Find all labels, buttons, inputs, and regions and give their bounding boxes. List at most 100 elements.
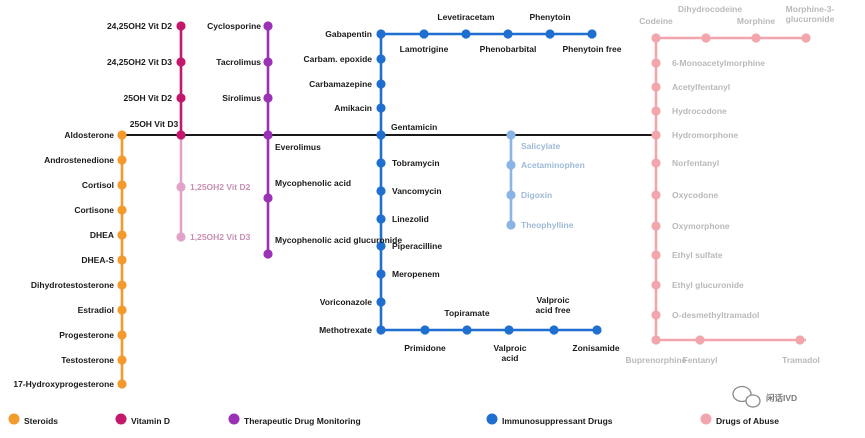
primidone-station [420,325,430,335]
linezolid-station [376,214,386,224]
acetaminophen-label: Acetaminophen [521,160,585,170]
gabapentin-label: Gabapentin [325,29,372,39]
amikacin-station [376,103,386,113]
stations [117,21,811,389]
amikacin-label: Amikacin [334,103,372,113]
valproic-acid-free-station [549,325,559,335]
digoxin-label: Digoxin [521,190,552,200]
lamotrigine-station [419,29,429,39]
dihydrotestosterone-label: Dihydrotestosterone [31,280,114,290]
dhea-s-label: DHEA-S [81,255,114,265]
watermark-text: 闲话IVD [766,393,797,403]
wechat-bubble-small [745,394,761,408]
zonisamide-station [592,325,602,335]
steroids-legend-swatch [8,413,20,425]
cyclosporine-label: Cyclosporine [207,21,261,31]
cortisol-station [117,180,127,190]
oxycodone-station [651,190,661,200]
androstenedione-station [117,155,127,165]
morphine-station [751,33,761,43]
tramadol-station [795,335,805,345]
oxymorphone-label: Oxymorphone [672,221,730,231]
lamotrigine-label: Lamotrigine [400,44,449,54]
phenytoin-label: Phenytoin [529,12,570,22]
dihydrotestosterone-station [117,280,127,290]
norfentanyl-label: Norfentanyl [672,158,719,168]
cyclosporine-station [263,21,273,31]
gentamicin-label: Gentamicin [391,122,437,132]
voriconazole-station [376,297,386,307]
cortisone-station [117,205,127,215]
24-25oh2-vit-d3-label: 24,25OH2 Vit D3 [107,57,172,67]
digoxin-station [506,190,516,200]
1-25oh2-vit-d2-label: 1,25OH2 Vit D2 [190,182,251,192]
codeine-station [651,33,661,43]
therapeutic-drug-monitoring-legend-swatch [228,413,240,425]
tobramycin-station [376,158,386,168]
o-desmethyltramadol-station [651,310,661,320]
17-hydroxyprogesterone-label: 17-Hydroxyprogesterone [13,379,114,389]
vitamin-d-legend-swatch [115,413,127,425]
phenobarbital-station [503,29,513,39]
mycophenolic-acid-station [263,193,273,203]
wechat-bubble-large [732,385,752,403]
zonisamide-label: Zonisamide [572,343,620,353]
oxycodone-label: Oxycodone [672,190,719,200]
dhea-s-station [117,255,127,265]
wechat-logo [732,385,761,408]
24-25oh2-vit-d2-label: 24,25OH2 Vit D2 [107,21,172,31]
meropenem-label: Meropenem [392,269,440,279]
theophylline-label: Theophylline [521,220,574,230]
dhea-label: DHEA [90,230,114,240]
24-25oh2-vit-d2-station [176,21,186,31]
mycophenolic-acid-glucuronide-label: Mycophenolic acid glucuronide [275,235,402,245]
valproic-acid-station [504,325,514,335]
progesterone-station [117,330,127,340]
ethyl-sulfate-station [651,250,661,260]
testosterone-label: Testosterone [61,355,114,365]
vitamin-d-legend-label: Vitamin D [131,416,170,426]
6-monoacetylmorphine-label: 6-Monoacetylmorphine [672,58,765,68]
fentanyl-label: Fentanyl [683,355,718,365]
drugs-of-abuse-legend-swatch [700,413,712,425]
o-desmethyltramadol-label: O-desmethyltramadol [672,310,759,320]
morphine-label: Morphine [737,16,776,26]
levetiracetam-station [461,29,471,39]
1-25oh2-vit-d3-label: 1,25OH2 Vit D3 [190,232,251,242]
voriconazole-label: Voriconazole [320,297,373,307]
25oh-vit-d2-label: 25OH Vit D2 [123,93,172,103]
aldosterone-station [117,130,127,140]
drugs-of-abuse-legend-label: Drugs of Abuse [716,416,779,426]
sirolimus-label: Sirolimus [222,93,261,103]
gabapentin-station [376,29,386,39]
tobramycin-label: Tobramycin [392,158,440,168]
station-labels: AldosteroneAndrostenedioneCortisolCortis… [13,4,834,389]
ethyl-sulfate-label: Ethyl sulfate [672,250,723,260]
acetylfentanyl-label: Acetylfentanyl [672,82,730,92]
primidone-label: Primidone [404,343,446,353]
immunosuppressant-drugs-legend-swatch [486,413,498,425]
gentamicin-station [376,130,386,140]
6-monoacetylmorphine-station [651,58,661,68]
therapeutic-drug-monitoring-legend-label: Therapeutic Drug Monitoring [244,416,361,426]
tramadol-label: Tramadol [782,355,820,365]
mycophenolic-acid-label: Mycophenolic acid [275,178,351,188]
phenytoin-station [545,29,555,39]
24-25oh2-vit-d3-station [176,57,186,67]
oxymorphone-station [651,221,661,231]
buprenorphine-station [651,335,661,345]
phenytoin-free-station [587,29,597,39]
carbamazepine-station [376,79,386,89]
25oh-vit-d3-station [176,130,186,140]
aldosterone-label: Aldosterone [64,130,114,140]
codeine-label: Codeine [639,16,673,26]
tacrolimus-label: Tacrolimus [216,57,261,67]
topiramate-station [462,325,472,335]
piperacilline-label: Piperacilline [392,241,442,251]
levetiracetam-label: Levetiracetam [437,12,495,22]
methotrexate-station [376,325,386,335]
topiramate-label: Topiramate [444,308,489,318]
carbam-epoxide-label: Carbam. epoxide [304,54,373,64]
